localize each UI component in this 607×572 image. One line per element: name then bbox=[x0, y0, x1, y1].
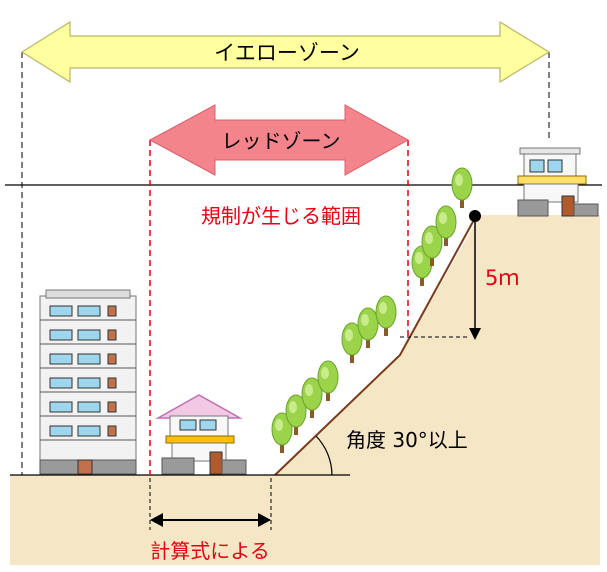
calc-label: 計算式による bbox=[150, 539, 269, 563]
yellow-zone-arrow bbox=[20, 20, 551, 84]
yellow-zone-label: イエローゾーン bbox=[214, 41, 360, 65]
angle-label: 角度 30°以上 bbox=[346, 428, 468, 452]
regulation-range-label: 規制が生じる範囲 bbox=[201, 204, 361, 228]
calc-arrow-right-head bbox=[258, 513, 271, 527]
ground bbox=[10, 215, 600, 565]
angle-arc bbox=[315, 435, 333, 476]
red-zone-arrow bbox=[148, 104, 410, 176]
height-label: 5ｍ bbox=[485, 266, 519, 290]
hilltop-house-icon bbox=[517, 147, 599, 217]
apartment-building-icon bbox=[39, 289, 137, 475]
red-zone-label: レッドゾーン bbox=[222, 129, 341, 153]
calc-arrow-left-head bbox=[150, 513, 163, 527]
slope-line bbox=[274, 217, 476, 476]
house-icon bbox=[155, 394, 247, 475]
height-arrow-head bbox=[469, 328, 481, 340]
